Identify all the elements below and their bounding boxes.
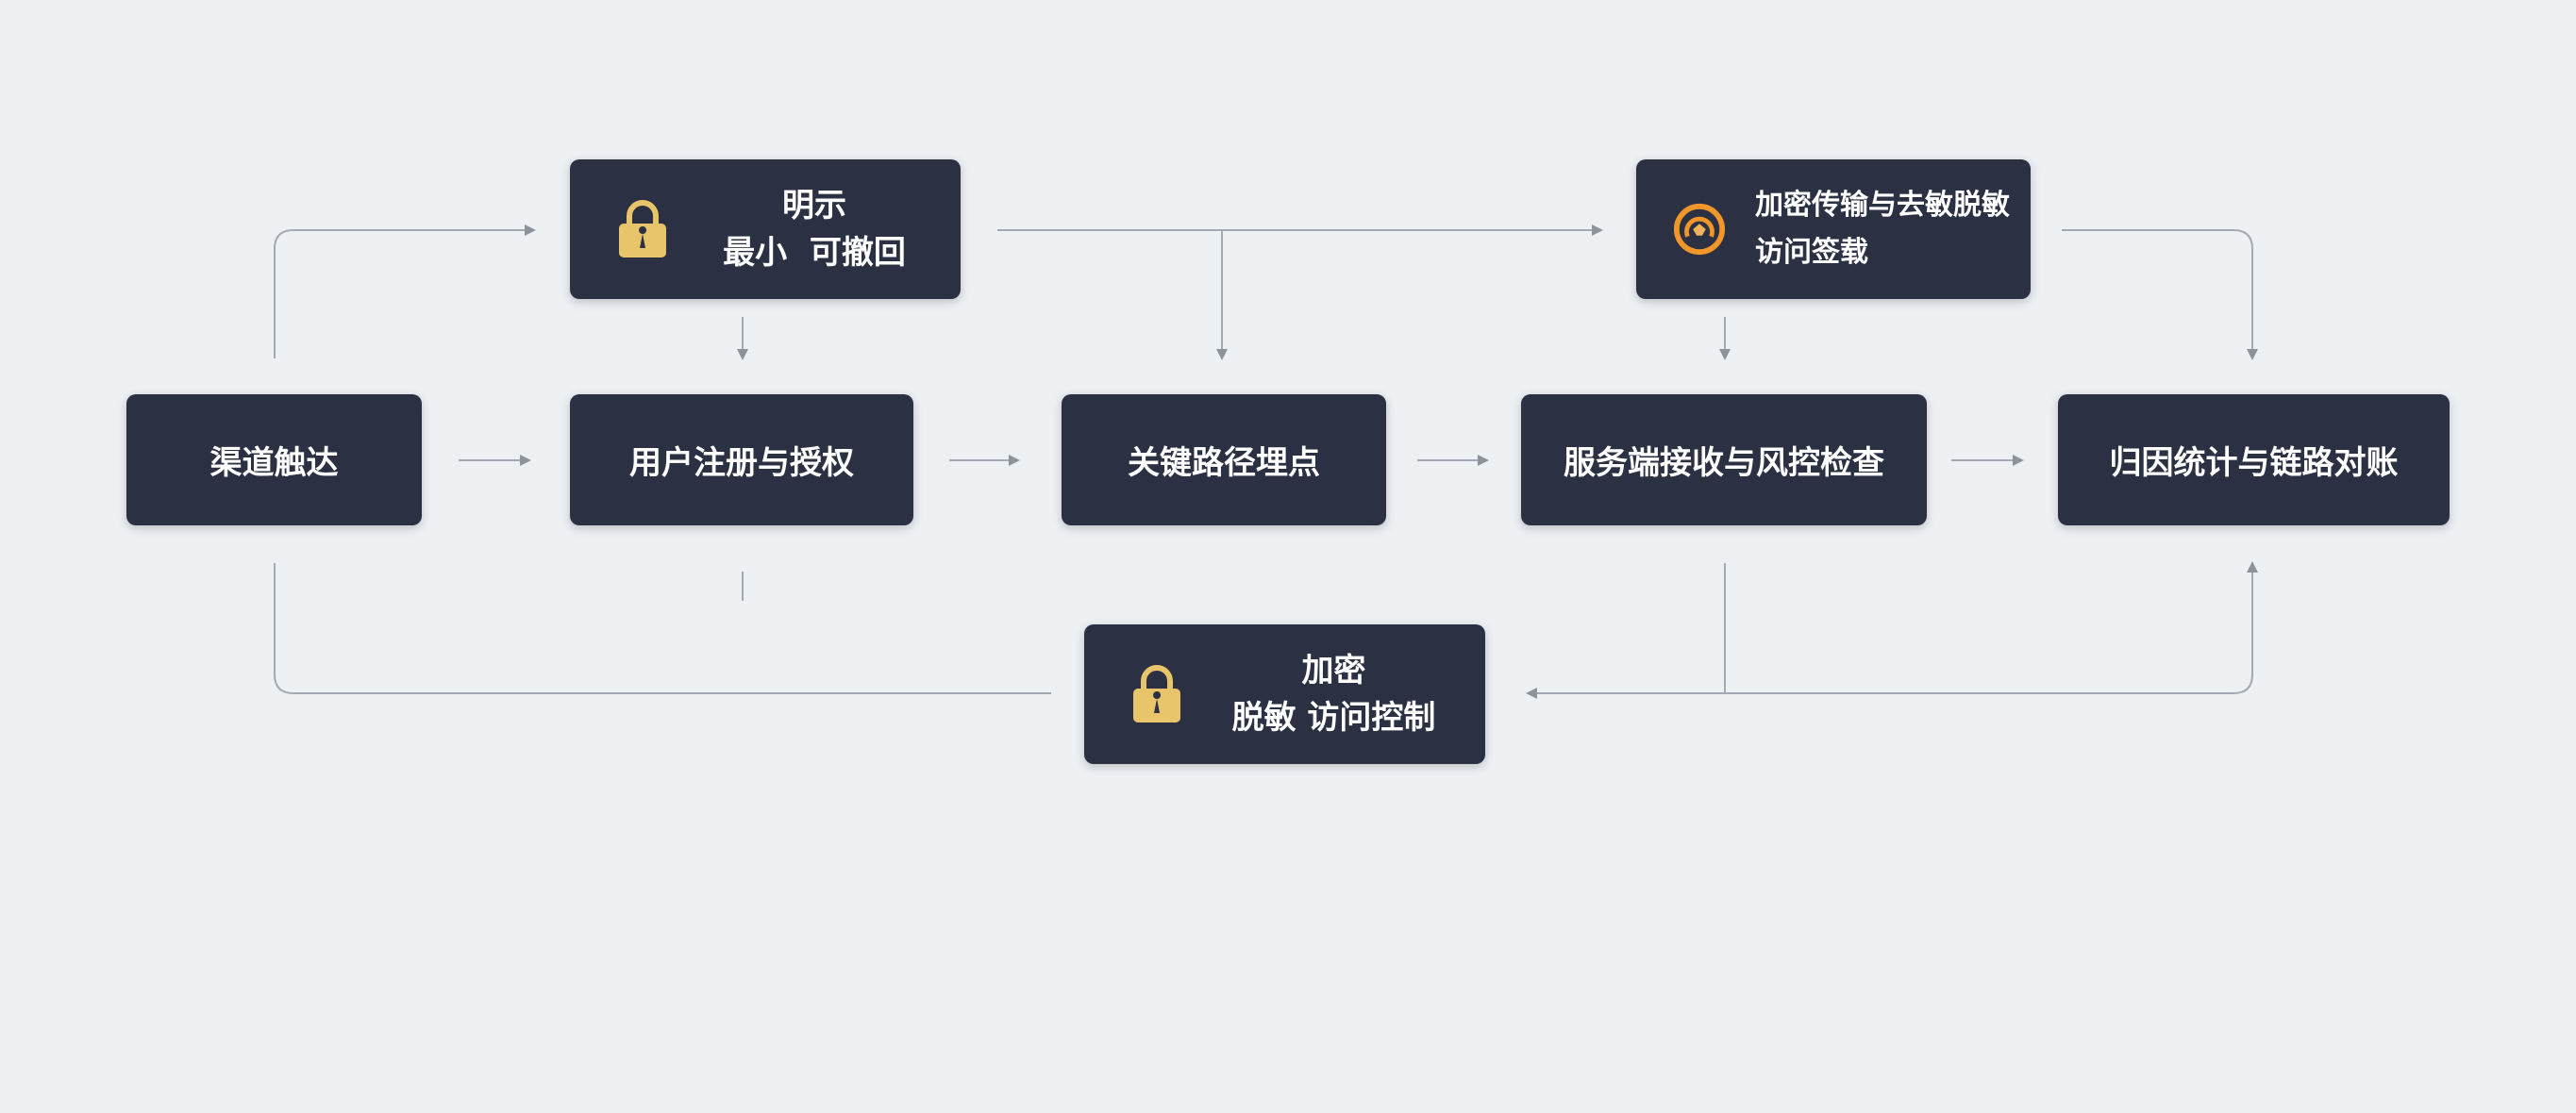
step-label: 服务端接收与风控检查 bbox=[1564, 444, 1884, 482]
step-attribution-reconcile: 归因统计与链路对账 bbox=[2058, 394, 2450, 525]
note-line1: 加密 bbox=[1301, 652, 1366, 689]
line-bottom-left bbox=[274, 563, 1051, 694]
lock-icon bbox=[1133, 665, 1180, 723]
step-user-registration: 用户注册与授权 bbox=[570, 394, 913, 525]
target-shield-icon bbox=[1673, 203, 1726, 256]
note-line1: 加密传输与去敏脱敏 bbox=[1755, 189, 2010, 222]
note-transport: 加密传输与去敏脱敏 访问签载 bbox=[1636, 159, 2031, 299]
note-line2: 访问签载 bbox=[1755, 236, 1868, 269]
note-storage: 加密 脱敏 访问控制 bbox=[1084, 624, 1485, 764]
arrow-top-right bbox=[2062, 229, 2258, 360]
note-line1: 明示 bbox=[782, 187, 846, 224]
step-key-path-tracking: 关键路径埋点 bbox=[1062, 394, 1386, 525]
step-label: 关键路径埋点 bbox=[1128, 444, 1320, 482]
arrow-up-to-attribution bbox=[2233, 561, 2258, 694]
lock-icon bbox=[619, 200, 666, 257]
loop-arrow-top-left bbox=[274, 224, 536, 358]
step-channel-reach: 渠道触达 bbox=[126, 394, 422, 525]
note-line2: 最小 可撤回 bbox=[723, 234, 906, 272]
step-label: 归因统计与链路对账 bbox=[2109, 444, 2399, 482]
note-line2: 脱敏 访问控制 bbox=[1231, 699, 1436, 737]
note-consent: 明示 最小 可撤回 bbox=[570, 159, 961, 299]
step-server-risk-check: 服务端接收与风控检查 bbox=[1521, 394, 1927, 525]
step-label: 用户注册与授权 bbox=[629, 444, 854, 482]
step-label: 渠道触达 bbox=[209, 444, 339, 482]
